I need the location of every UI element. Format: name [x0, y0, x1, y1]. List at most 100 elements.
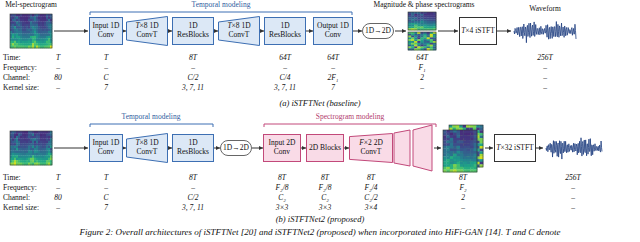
- table-value: T: [56, 174, 60, 182]
- pixel: [414, 37, 417, 39]
- pixel: [38, 133, 40, 136]
- pixel: [36, 148, 38, 151]
- pixel: [12, 141, 14, 144]
- pixel: [453, 146, 457, 149]
- table-value: C: [103, 74, 108, 82]
- pixel: [10, 43, 12, 46]
- pixel: [14, 26, 16, 29]
- pixel: [40, 29, 42, 32]
- pixel: [411, 16, 414, 18]
- pixel: [460, 141, 464, 144]
- pixel: [22, 29, 24, 32]
- pixel: [26, 14, 28, 17]
- pixel: [32, 29, 34, 32]
- pixel: [457, 135, 461, 138]
- pixel: [14, 143, 16, 146]
- pixel: [470, 167, 474, 170]
- io-label: Waveform: [529, 5, 560, 13]
- pixel: [414, 32, 417, 34]
- pixel: [414, 14, 417, 16]
- process-box: 2D Blocks: [306, 134, 344, 162]
- trapezoid-shape: [219, 17, 260, 46]
- pixel: [24, 150, 26, 153]
- table-value: 8T: [189, 174, 197, 182]
- table-value: C: [103, 194, 108, 202]
- pixel: [26, 141, 28, 144]
- pixel: [450, 162, 454, 165]
- pixel: [408, 39, 411, 41]
- pixel: [446, 141, 450, 144]
- pixel: [12, 41, 14, 44]
- pixel: [460, 143, 464, 146]
- pixel: [36, 141, 38, 144]
- pixel: [457, 154, 461, 157]
- node-text: T×8 1D ConvT: [126, 139, 168, 156]
- pixel: [16, 141, 18, 144]
- pixel: [411, 14, 414, 16]
- pixel: [42, 150, 44, 153]
- pixel: [12, 33, 14, 36]
- pixel: [443, 154, 447, 157]
- pixel: [450, 143, 454, 146]
- pixel: [414, 21, 417, 23]
- table-value: –: [543, 84, 547, 92]
- pixel: [24, 26, 26, 29]
- image-frame: [408, 12, 436, 30]
- pixel: [36, 155, 38, 158]
- node-text: Input 1D Conv: [90, 22, 122, 39]
- pixel: [14, 146, 16, 149]
- pixel: [467, 146, 471, 149]
- pixel: [20, 143, 22, 146]
- table-value: C/4: [280, 74, 291, 82]
- pixel: [42, 36, 44, 39]
- pixel: [430, 39, 433, 41]
- pixel: [30, 33, 32, 36]
- flow-connector: [214, 31, 218, 32]
- pixel: [420, 26, 423, 28]
- pixel: [42, 136, 44, 139]
- table-value: –: [543, 64, 547, 72]
- table-value: 2: [420, 74, 424, 82]
- pixel: [430, 12, 433, 14]
- pixel: [453, 162, 457, 165]
- table-value: 8T: [321, 174, 329, 182]
- pixel: [427, 36, 430, 38]
- pixel: [32, 160, 34, 163]
- pixel: [36, 43, 38, 46]
- pixel: [427, 43, 430, 45]
- pixel: [30, 29, 32, 32]
- pixel: [12, 14, 14, 17]
- pixel: [20, 33, 22, 36]
- pixel: [18, 31, 20, 34]
- pixel: [446, 135, 450, 138]
- pixel: [46, 26, 48, 29]
- pixel: [430, 45, 433, 47]
- table-value: 256T: [537, 54, 552, 62]
- pixel: [14, 160, 16, 163]
- table-value: F₂: [459, 184, 466, 192]
- magnitude-spectrogram-image: [408, 12, 436, 30]
- pixel: [14, 141, 16, 144]
- pixel: [467, 164, 471, 167]
- pixel: [414, 39, 417, 41]
- pixel: [44, 160, 46, 163]
- pixel: [24, 36, 26, 39]
- pixel: [16, 153, 18, 156]
- pixel: [408, 43, 411, 45]
- pixel: [453, 138, 457, 141]
- pixel: [18, 26, 20, 29]
- pixel: [453, 164, 457, 167]
- pixel: [30, 24, 32, 27]
- pixel: [30, 153, 32, 156]
- pixel: [28, 19, 30, 22]
- pixel: [34, 31, 36, 34]
- pixel: [36, 41, 38, 44]
- pixel: [30, 150, 32, 153]
- pixel: [457, 167, 461, 170]
- pixel: [417, 46, 420, 48]
- pixel: [26, 158, 28, 161]
- pixel: [18, 160, 20, 163]
- pixel: [36, 136, 38, 139]
- pixel: [16, 41, 18, 44]
- pixel: [16, 150, 18, 153]
